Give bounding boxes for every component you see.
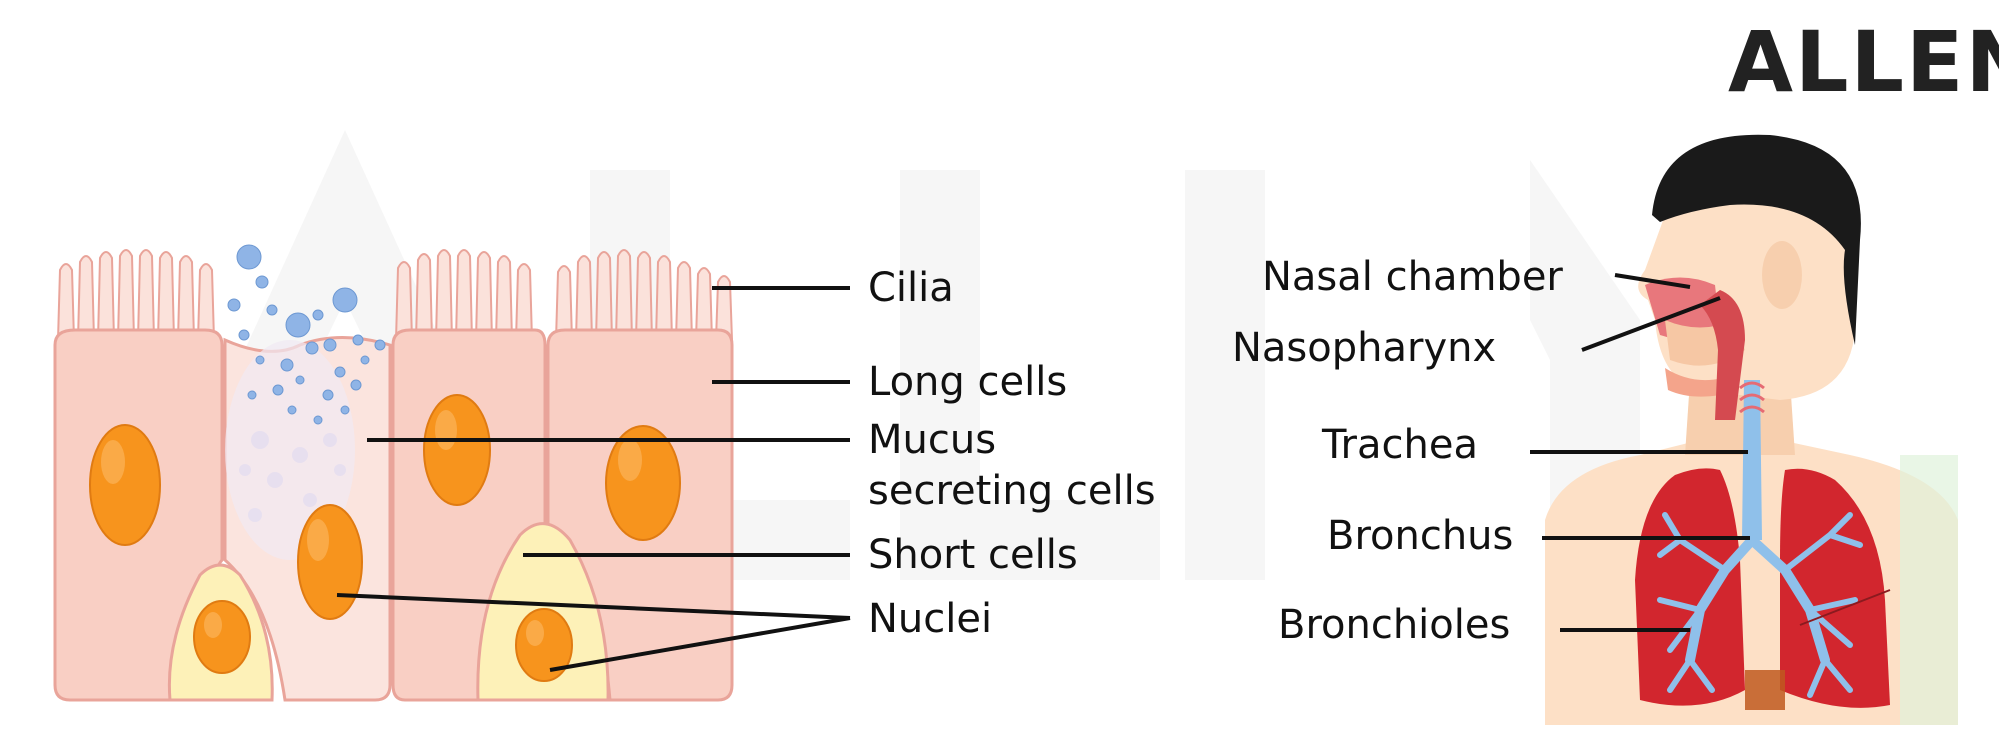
label-bronchus: Bronchus [1327, 513, 1514, 559]
label-mucus: Mucus [868, 417, 997, 463]
label-short-cells: Short cells [868, 532, 1078, 578]
pharynx [1700, 290, 1745, 420]
label-cilia: Cilia [868, 265, 954, 311]
epithelium-leader-lines [336, 286, 851, 672]
cilia-tufts [56, 249, 734, 341]
nasal-cavity [1645, 277, 1720, 339]
trachea [1742, 380, 1762, 540]
label-trachea: Trachea [1322, 422, 1478, 468]
mucus-droplets [227, 244, 386, 425]
label-nuclei: Nuclei [868, 596, 993, 642]
right-lung [1635, 468, 1745, 706]
label-long-cells: Long cells [868, 359, 1068, 405]
hair [1652, 134, 1861, 345]
allen-logo: ALLEN [1728, 13, 1999, 111]
label-nasopharynx: Nasopharynx [1232, 325, 1497, 371]
label-nasal-chamber: Nasal chamber [1262, 254, 1563, 300]
label-secreting-cells: secreting cells [868, 468, 1156, 514]
respiratory-leader-lines [1530, 273, 1750, 632]
label-bronchioles: Bronchioles [1278, 602, 1511, 648]
left-lung [1780, 468, 1890, 708]
